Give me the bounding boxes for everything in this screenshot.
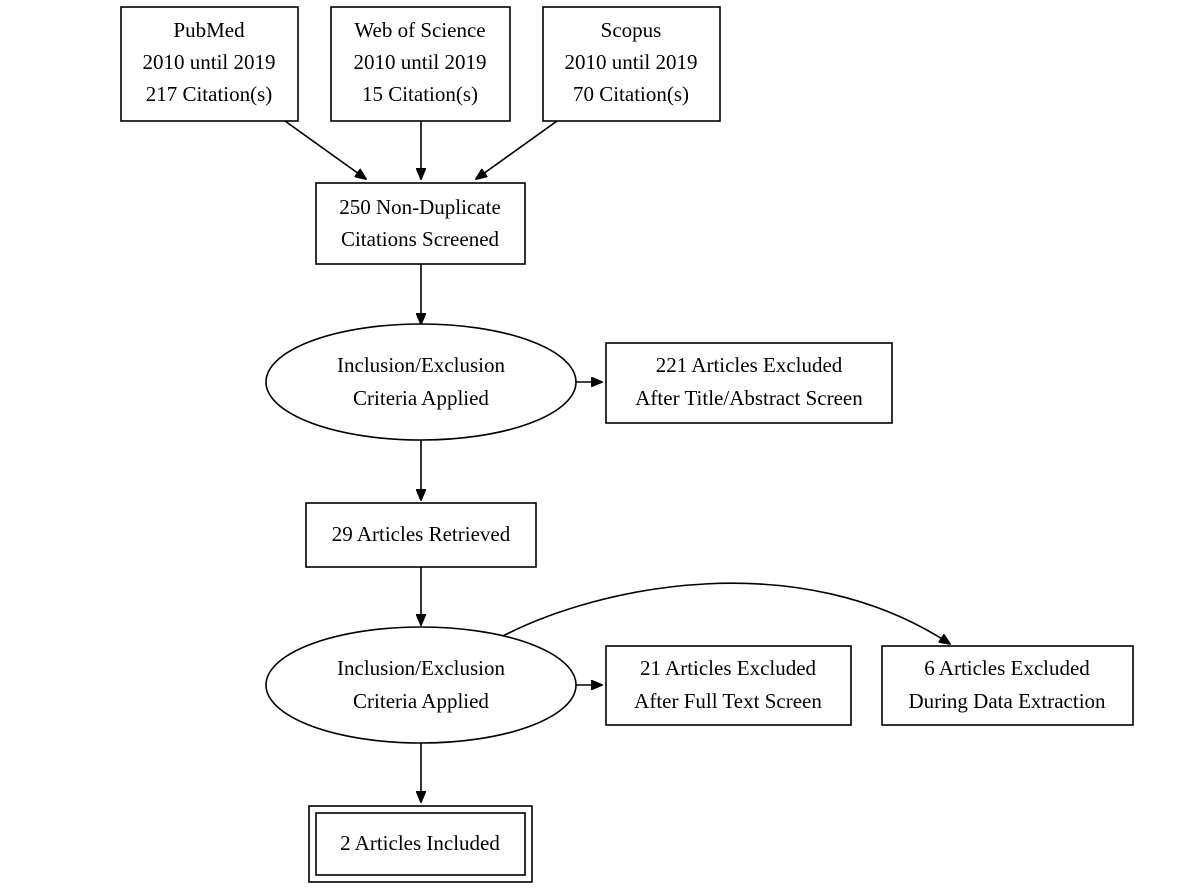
scopus-date-range: 2010 until 2019 — [564, 50, 697, 74]
retrieved-label: 29 Articles Retrieved — [332, 522, 511, 546]
screened-line-1: 250 Non-Duplicate — [339, 195, 501, 219]
pubmed-citation-count: 217 Citation(s) — [146, 82, 273, 106]
screened-line-2: Citations Screened — [341, 227, 500, 251]
included-label: 2 Articles Included — [340, 831, 500, 855]
node-criteria-applied-2: Inclusion/Exclusion Criteria Applied — [265, 626, 577, 744]
pubmed-date-range: 2010 until 2019 — [142, 50, 275, 74]
scopus-citation-count: 70 Citation(s) — [573, 82, 689, 106]
excluded3-line-1: 6 Articles Excluded — [924, 656, 1090, 680]
node-excluded-full-text: 21 Articles Excluded After Full Text Scr… — [605, 645, 852, 726]
node-articles-retrieved: 29 Articles Retrieved — [305, 502, 537, 568]
edges — [284, 120, 950, 802]
wos-date-range: 2010 until 2019 — [353, 50, 486, 74]
criteria2-line-1: Inclusion/Exclusion — [337, 656, 505, 680]
excluded2-line-1: 21 Articles Excluded — [640, 656, 817, 680]
node-scopus: Scopus 2010 until 2019 70 Citation(s) — [542, 6, 721, 122]
criteria1-line-1: Inclusion/Exclusion — [337, 353, 505, 377]
wos-citation-count: 15 Citation(s) — [362, 82, 478, 106]
excluded2-line-2: After Full Text Screen — [634, 689, 822, 713]
node-criteria-applied-1: Inclusion/Exclusion Criteria Applied — [265, 323, 577, 441]
scopus-name: Scopus — [601, 18, 662, 42]
edge-criteria2-to-excluded3 — [500, 582, 950, 644]
node-excluded-data-extraction: 6 Articles Excluded During Data Extracti… — [881, 645, 1134, 726]
criteria1-line-2: Criteria Applied — [353, 386, 489, 410]
wos-name: Web of Science — [354, 18, 485, 42]
criteria2-line-2: Criteria Applied — [353, 689, 489, 713]
excluded1-line-2: After Title/Abstract Screen — [635, 386, 863, 410]
edge-pubmed-to-screened — [284, 120, 366, 179]
node-pubmed: PubMed 2010 until 2019 217 Citation(s) — [120, 6, 299, 122]
node-citations-screened: 250 Non-Duplicate Citations Screened — [315, 182, 526, 265]
node-web-of-science: Web of Science 2010 until 2019 15 Citati… — [330, 6, 511, 122]
pubmed-name: PubMed — [173, 18, 245, 42]
excluded1-line-1: 221 Articles Excluded — [656, 353, 843, 377]
excluded3-line-2: During Data Extraction — [908, 689, 1106, 713]
node-excluded-title-abstract: 221 Articles Excluded After Title/Abstra… — [605, 342, 893, 424]
node-articles-included: 2 Articles Included — [308, 805, 533, 883]
edge-scopus-to-screened — [476, 120, 558, 179]
